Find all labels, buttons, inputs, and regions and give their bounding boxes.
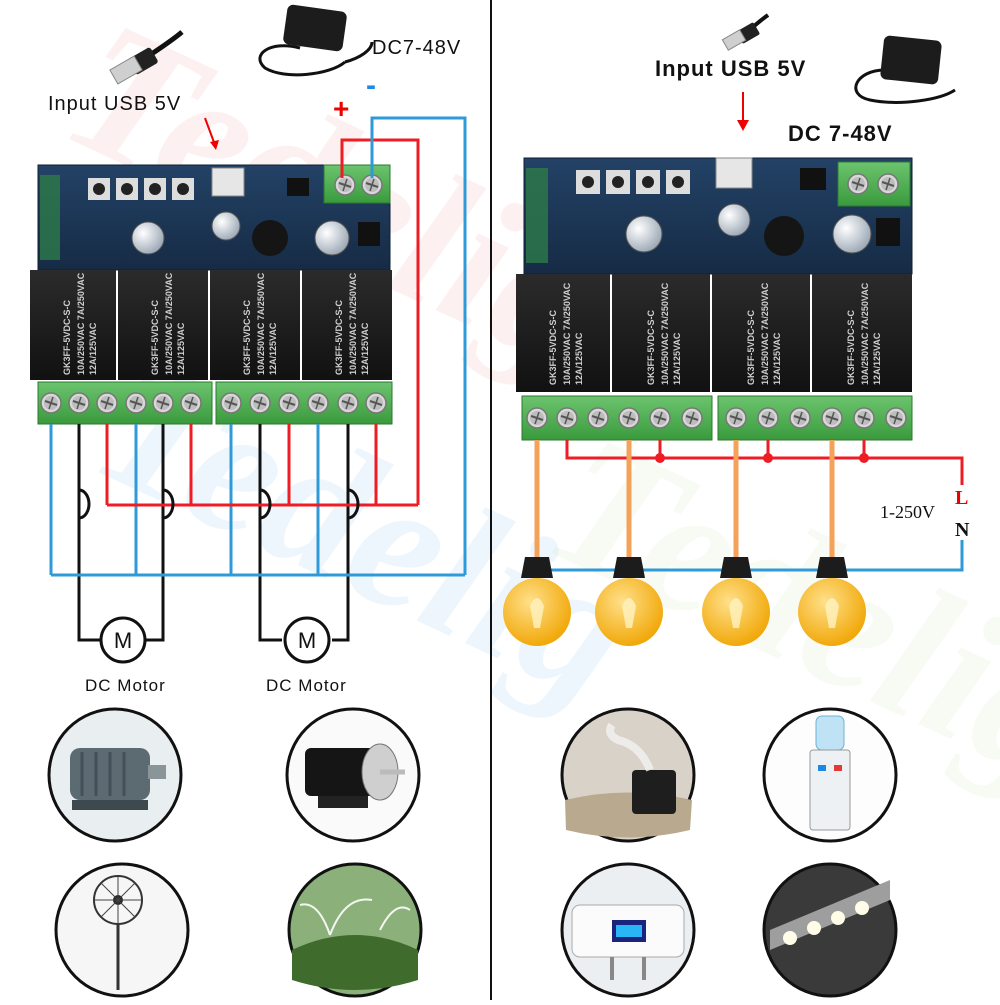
motor-label-1: DC Motor	[85, 676, 166, 695]
usb-port	[211, 167, 245, 197]
relay-model: GK3FF-5VDC-S-C	[746, 309, 756, 385]
relay-rating: 10A/250VAC 7A/250VAC	[76, 272, 86, 375]
usb-input-label: Input USB 5V	[48, 93, 181, 115]
light-bulb-icon	[702, 557, 770, 646]
relays-right: GK3FF-5VDC-S-C 10A/250VAC 7A/250VAC 12A/…	[516, 274, 912, 392]
wiring-right	[534, 440, 964, 572]
relay-rating-2: 12A/125VAC	[360, 322, 370, 375]
motor-symbol: M	[114, 628, 132, 653]
relay-board-left	[37, 164, 391, 271]
neutral-label: N	[955, 519, 970, 541]
usb-arrow	[204, 117, 216, 146]
water-heater-icon	[560, 862, 696, 998]
relay: GK3FF-5VDC-S-C 10A/250VAC 7A/250VAC 12A/…	[812, 274, 912, 392]
relay-rating-2: 12A/125VAC	[176, 322, 186, 375]
plus-sign: +	[333, 93, 349, 124]
live-label: L	[955, 487, 968, 509]
push-buttons	[88, 178, 194, 200]
relay-model: GK3FF-5VDC-S-C	[548, 309, 558, 385]
relay: GK3FF-5VDC-S-C 10A/250VAC 7A/250VAC 12A/…	[516, 274, 610, 392]
relay-model: GK3FF-5VDC-S-C	[62, 299, 72, 375]
relay-model: GK3FF-5VDC-S-C	[242, 299, 252, 375]
dc-motor-icon	[285, 707, 421, 843]
usb-input-label: Input USB 5V	[655, 56, 806, 81]
light-bulb-icon	[798, 557, 866, 646]
dc-motor-2: M	[283, 616, 331, 664]
output-terminals-left	[37, 381, 393, 425]
relay-rating-2: 12A/125VAC	[772, 332, 782, 385]
relay-model: GK3FF-5VDC-S-C	[646, 309, 656, 385]
minus-sign: -	[366, 69, 376, 102]
motor-symbol: M	[298, 628, 316, 653]
relay-rating-2: 12A/125VAC	[672, 332, 682, 385]
relay-model: GK3FF-5VDC-S-C	[334, 299, 344, 375]
relay-rating: 10A/250VAC 7A/250VAC	[760, 282, 770, 385]
usb-cable-icon	[721, 13, 770, 51]
standing-fan-icon	[54, 862, 190, 998]
usb-port	[715, 157, 753, 189]
output-terminals-right	[521, 395, 913, 441]
relay-model: GK3FF-5VDC-S-C	[846, 309, 856, 385]
relay: GK3FF-5VDC-S-C 10A/250VAC 7A/250VAC 12A/…	[30, 270, 116, 380]
relay: GK3FF-5VDC-S-C 10A/250VAC 7A/250VAC 12A/…	[210, 270, 300, 380]
relay: GK3FF-5VDC-S-C 10A/250VAC 7A/250VAC 12A/…	[118, 270, 208, 380]
wiring-left	[49, 116, 467, 642]
ceiling-lights-icon	[762, 862, 898, 998]
relay-rating-2: 12A/125VAC	[268, 322, 278, 375]
relays-left: GK3FF-5VDC-S-C 10A/250VAC 7A/250VAC 12A/…	[30, 270, 392, 380]
relay: GK3FF-5VDC-S-C 10A/250VAC 7A/250VAC 12A/…	[302, 270, 392, 380]
relay-rating: 10A/250VAC 7A/250VAC	[562, 282, 572, 385]
relay-rating-2: 12A/125VAC	[574, 332, 584, 385]
dc-motor-1: M	[99, 616, 147, 664]
light-bulb-icon	[503, 557, 571, 646]
relay-rating: 10A/250VAC 7A/250VAC	[860, 282, 870, 385]
motor-label-2: DC Motor	[266, 676, 347, 695]
dc-input-label: DC 7-48V	[788, 121, 893, 146]
relay-model: GK3FF-5VDC-S-C	[150, 299, 160, 375]
light-bulb-icon	[595, 557, 663, 646]
left-panel: Input USB 5V DC7-48V + -	[30, 4, 467, 998]
right-panel: Input USB 5V DC 7-48V	[503, 13, 970, 998]
usb-cable-icon	[109, 30, 184, 85]
relay-rating: 10A/250VAC 7A/250VAC	[348, 272, 358, 375]
water-sprinkler-icon	[287, 862, 423, 998]
dc-input-label: DC7-48V	[372, 37, 461, 59]
relay-rating: 10A/250VAC 7A/250VAC	[164, 272, 174, 375]
power-adapter-icon	[854, 35, 956, 104]
relay-rating-2: 12A/125VAC	[88, 322, 98, 375]
relay: GK3FF-5VDC-S-C 10A/250VAC 7A/250VAC 12A/…	[612, 274, 710, 392]
relay-rating: 10A/250VAC 7A/250VAC	[660, 282, 670, 385]
relay: GK3FF-5VDC-S-C 10A/250VAC 7A/250VAC 12A/…	[712, 274, 810, 392]
relay-rating: 10A/250VAC 7A/250VAC	[256, 272, 266, 375]
voltage-label: 1-250V	[880, 502, 935, 522]
relay-board-right	[523, 157, 913, 275]
power-adapter-icon	[258, 4, 374, 77]
relay-rating-2: 12A/125VAC	[872, 332, 882, 385]
ac-motor-icon	[47, 707, 183, 843]
water-dispenser-icon	[762, 707, 898, 843]
humidifier-icon	[560, 707, 696, 843]
